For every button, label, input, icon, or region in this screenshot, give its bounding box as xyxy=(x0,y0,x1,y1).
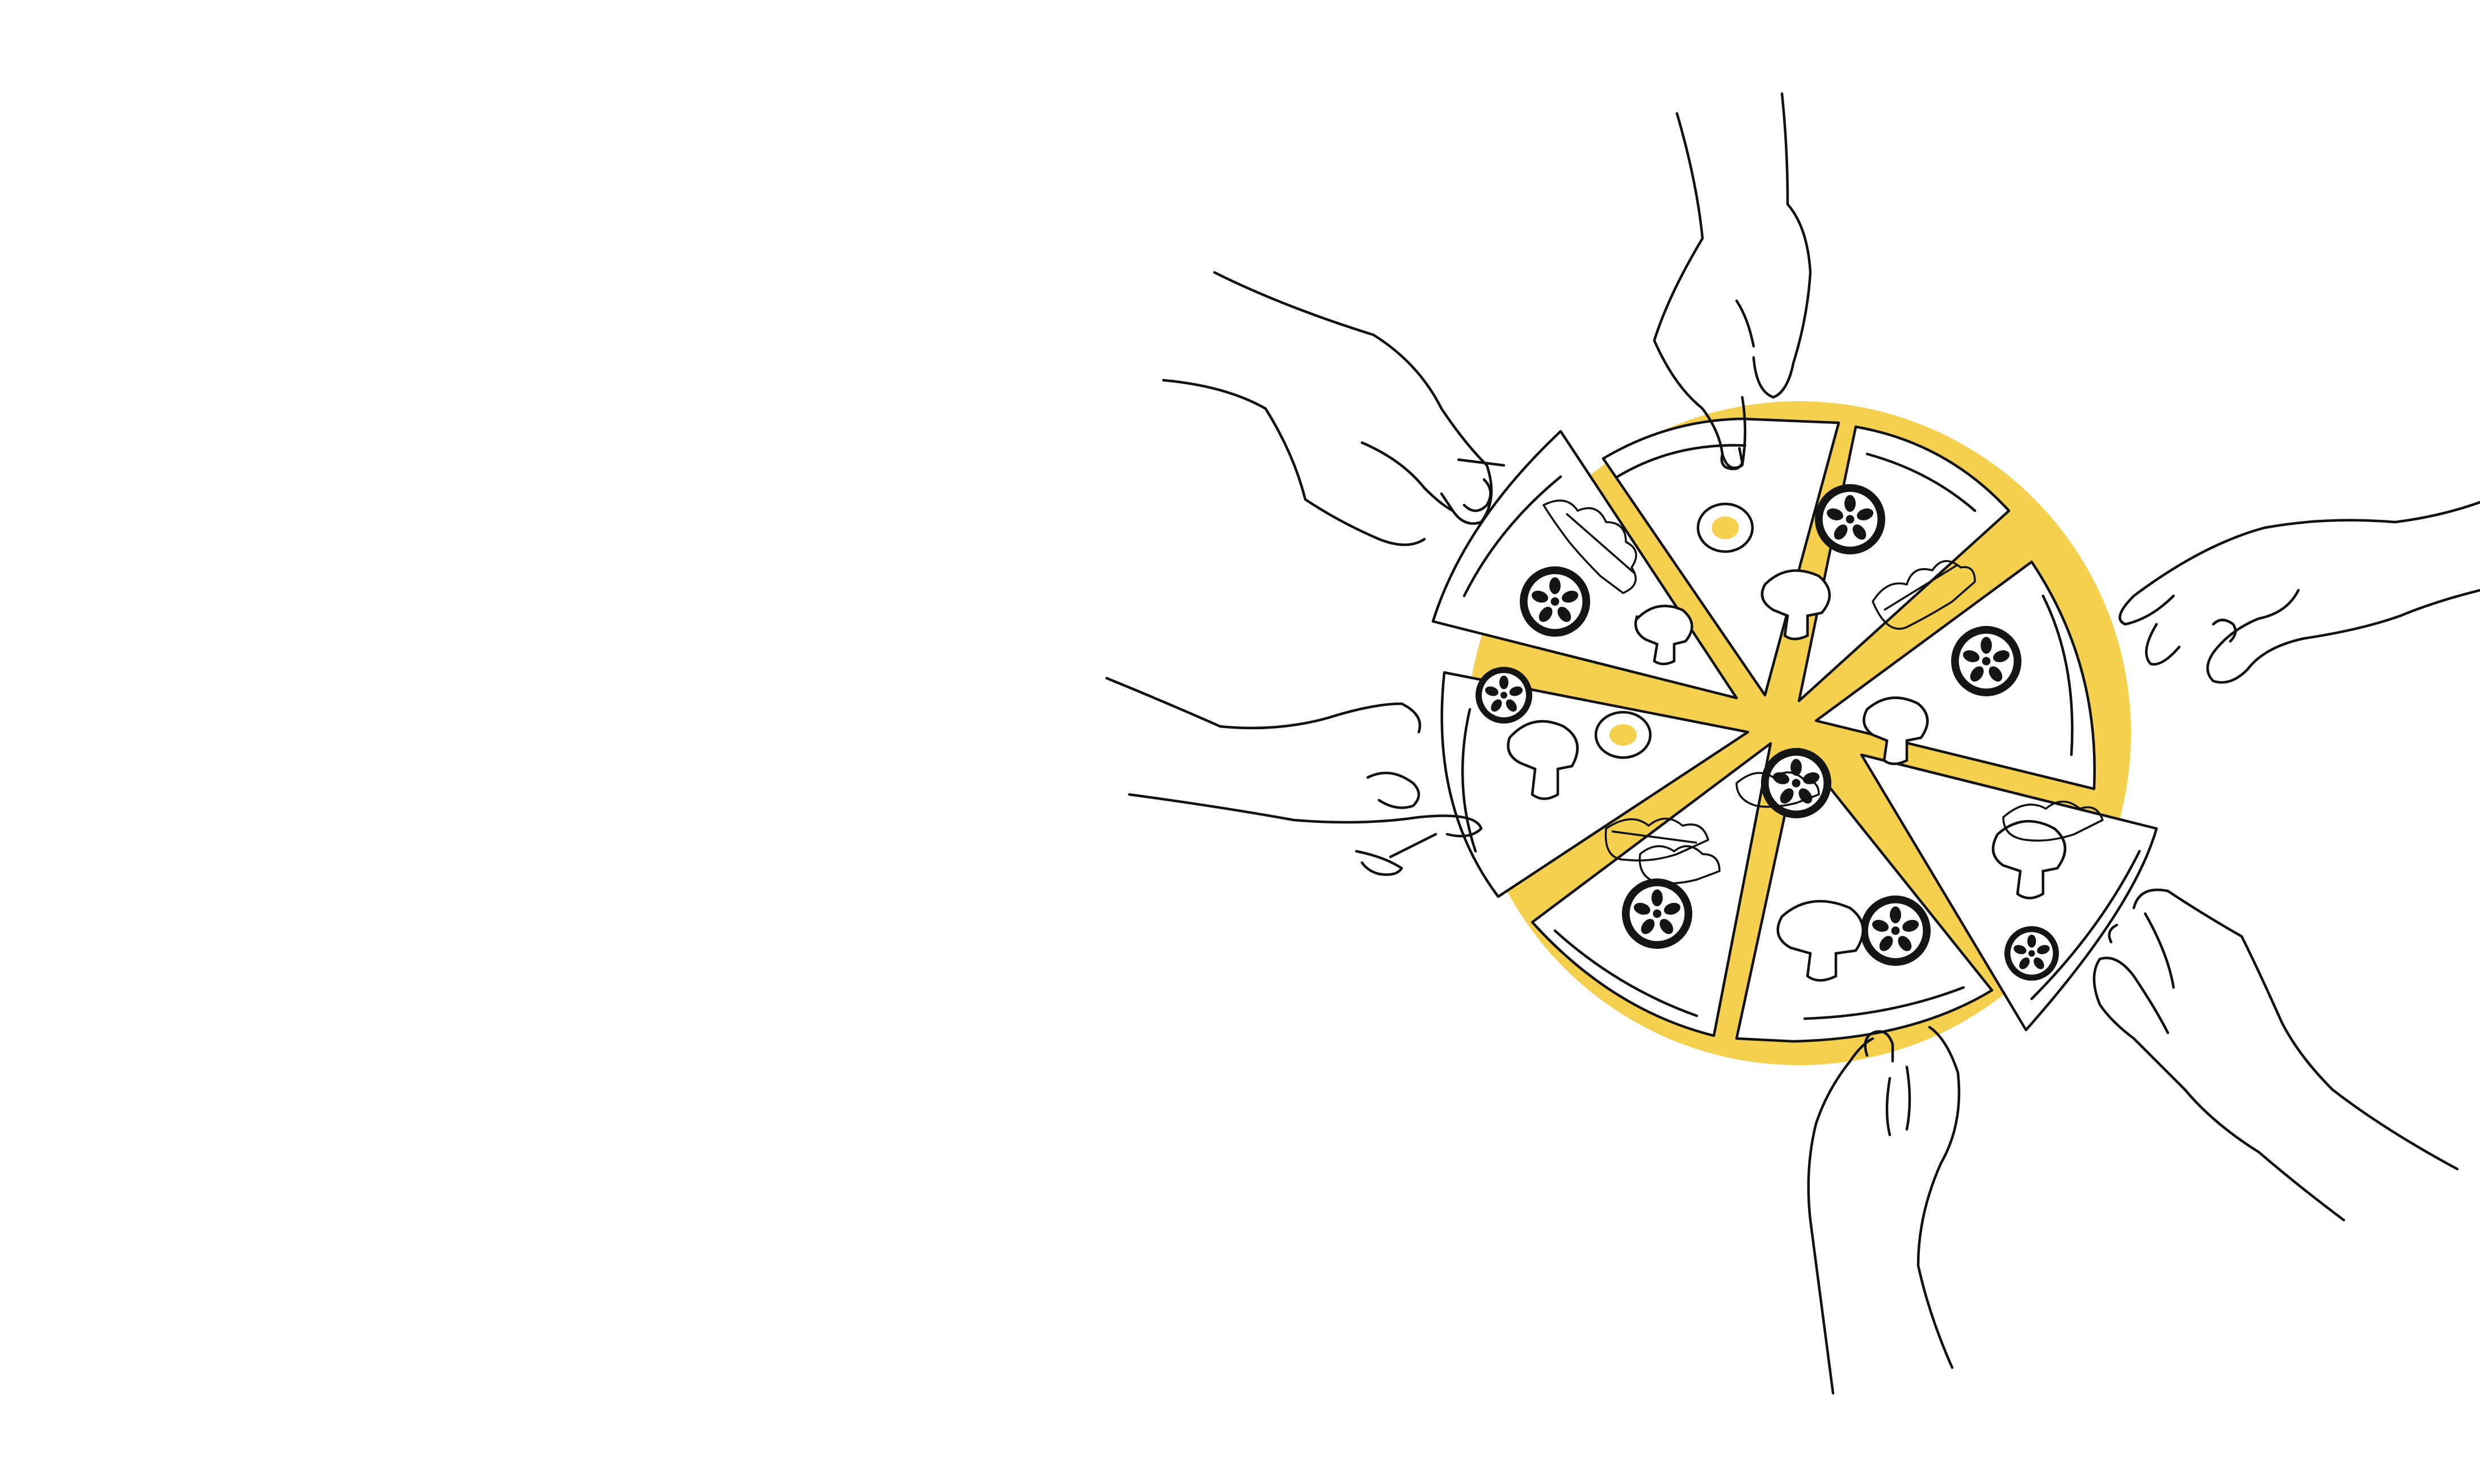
crust-lines xyxy=(1461,444,2141,1020)
hand-bottom xyxy=(1807,1025,1961,1395)
pizza-slice-top xyxy=(1602,417,1840,697)
tomato-slice xyxy=(1860,896,1931,966)
pizza-slice-lifted-right xyxy=(1860,753,2158,1032)
hand-middle-left xyxy=(1105,676,1483,876)
hand-upper-left xyxy=(1162,271,1506,546)
tomato-slice xyxy=(1476,667,1532,724)
mushroom-topping xyxy=(1760,569,1831,641)
arugula-leaf xyxy=(1735,771,1820,808)
hands xyxy=(1105,92,2480,1395)
hand-lower-right xyxy=(2092,888,2459,1222)
tomato-slice xyxy=(1951,626,2021,696)
hand-right xyxy=(2118,501,2480,684)
tomato-slice xyxy=(1520,566,1590,637)
mushrooms xyxy=(1507,569,2066,982)
hand-top xyxy=(1653,92,1812,470)
arugula-leaves xyxy=(1542,499,2104,885)
arugula-leaf xyxy=(2002,800,2104,842)
arugula-leaf xyxy=(1542,499,1637,594)
mushroom-topping xyxy=(1507,720,1579,800)
pizza-slice-bottom xyxy=(1735,747,1994,1043)
tomato-slice xyxy=(2004,926,2059,981)
mushroom-topping xyxy=(1863,696,1929,766)
arugula-leaf xyxy=(1638,845,1721,885)
tomato-slice xyxy=(1815,484,1885,554)
eggs xyxy=(1594,502,1754,759)
mushroom-topping xyxy=(1634,604,1693,666)
arugula-leaf xyxy=(1604,817,1709,861)
mushroom-topping xyxy=(1776,899,1865,982)
tomato-slices xyxy=(1476,484,2059,981)
tomato-slice xyxy=(1622,878,1692,949)
tomato-slice xyxy=(1761,748,1831,818)
arugula-leaf xyxy=(1872,560,1976,630)
